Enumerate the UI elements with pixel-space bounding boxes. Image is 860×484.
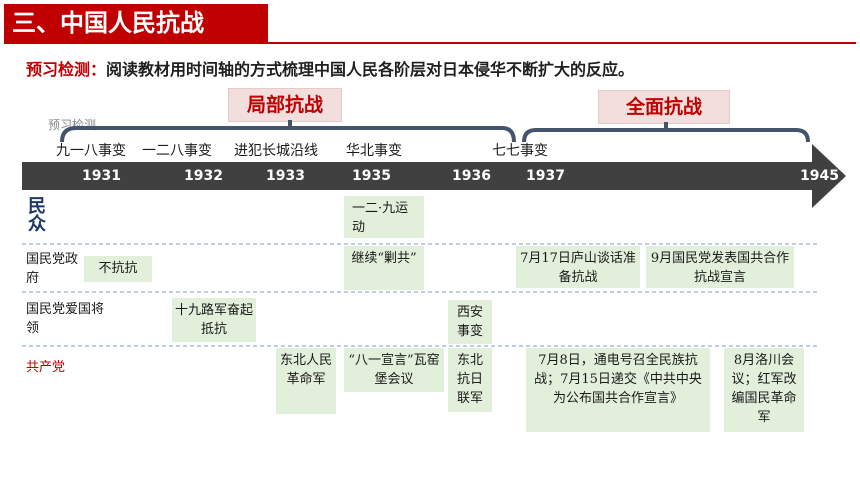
year-1931: 1931 xyxy=(82,168,121,184)
box-continue-suppression: 继续“剿共” xyxy=(344,246,424,290)
header-divider xyxy=(4,42,856,44)
year-1937: 1937 xyxy=(526,168,565,184)
event-north-china: 华北事变 xyxy=(346,143,402,159)
box-northeast-peoples-army: 东北人民革命军 xyxy=(276,348,336,414)
box-kmt-declaration: 9月国民党发表国共合作抗战宣言 xyxy=(646,246,794,288)
row-label-kmt-government: 国民党政府 xyxy=(26,252,79,286)
phase-full-war: 全面抗战 xyxy=(598,90,730,124)
year-1945: 1945 xyxy=(800,168,839,184)
box-july-telegram: 7月8日，通电号召全民族抗战；7月15日递交《中共中央为公布国共合作宣言》 xyxy=(526,348,710,432)
year-1935: 1935 xyxy=(352,168,391,184)
box-129-movement: 一二·九运动 xyxy=(344,196,424,238)
row-label-kmt-generals: 国民党爱国将领 xyxy=(26,302,105,336)
event-918: 九一八事变 xyxy=(56,143,126,159)
task-text: 阅读教材用时间轴的方式梳理中国人民各阶层对日本侵华不断扩大的反应。 xyxy=(106,60,635,79)
year-1936: 1936 xyxy=(452,168,491,184)
row-label-masses: 民众 xyxy=(28,196,46,235)
phase-partial-war: 局部抗战 xyxy=(228,88,342,122)
box-xian-incident: 西安事变 xyxy=(448,300,492,344)
box-non-resistance: 不抗抗 xyxy=(84,256,152,282)
event-77: 七七事变 xyxy=(492,143,548,159)
box-lushan-talk: 7月17日庐山谈话准备抗战 xyxy=(516,246,640,288)
year-1933: 1933 xyxy=(266,168,305,184)
box-19th-route-army: 十九路军奋起抵抗 xyxy=(172,298,256,342)
task-label: 预习检测： xyxy=(26,60,107,79)
bracket-full xyxy=(522,128,810,143)
box-luochuan-meeting: 8月洛川会议；红军改编国民革命军 xyxy=(724,348,804,432)
box-aug1-declaration: “八一宣言”瓦窑堡会议 xyxy=(344,348,444,392)
task-instruction: 预习检测：阅读教材用时间轴的方式梳理中国人民各阶层对日本侵华不断扩大的反应。 xyxy=(26,56,634,80)
event-128: 一二八事变 xyxy=(142,143,212,159)
timeline-arrow xyxy=(22,144,846,208)
year-1932: 1932 xyxy=(184,168,223,184)
event-great-wall: 进犯长城沿线 xyxy=(234,143,318,159)
row-label-ccp: 共产党 xyxy=(26,360,66,375)
section-title: 三、中国人民抗战 xyxy=(4,4,268,42)
box-northeast-anti-japanese-army: 东北抗日联军 xyxy=(448,348,492,412)
